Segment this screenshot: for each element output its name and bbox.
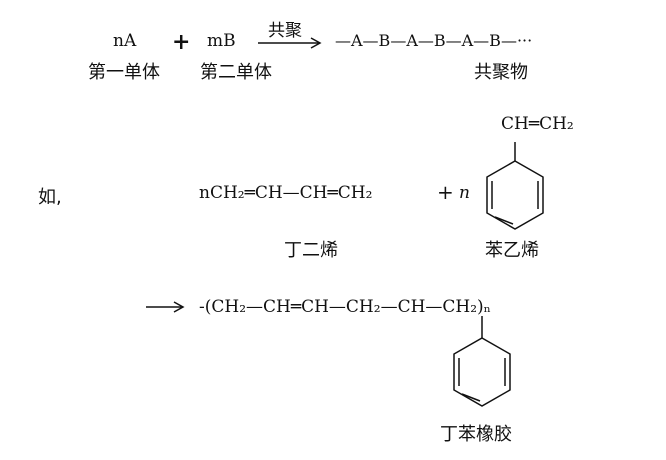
monomer-b-term: mB (207, 31, 236, 51)
butadiene-name: 丁二烯 (284, 240, 338, 261)
example-plus-sign: + (437, 180, 454, 204)
copolymer-caption: 共聚物 (474, 62, 528, 83)
product-arrow-head (173, 301, 185, 313)
styrene-name: 苯乙烯 (485, 240, 539, 261)
plus-sign: + (172, 29, 191, 55)
monomer-a-term: nA (113, 31, 137, 51)
product-benzene-ring (453, 337, 511, 407)
monomer-b-caption: 第二单体 (200, 62, 272, 83)
styrene-vinyl-group: CH═CH₂ (501, 114, 574, 134)
example-intro: 如, (38, 187, 62, 208)
copolymer-chain: —A—B—A—B—A—B—··· (335, 31, 533, 50)
butadiene-formula: nCH₂═CH—CH═CH₂ (199, 183, 373, 203)
copolymerization-arrow-head (310, 37, 322, 49)
arrow-label: 共聚 (268, 21, 302, 41)
monomer-a-caption: 第一单体 (88, 62, 160, 83)
styrene-benzene-ring (486, 160, 544, 230)
product-name: 丁苯橡胶 (440, 424, 512, 445)
styrene-coefficient: n (459, 183, 470, 203)
polymer-formula: -(CH₂—CH═CH—CH₂—CH—CH₂)ₙ (199, 297, 492, 317)
